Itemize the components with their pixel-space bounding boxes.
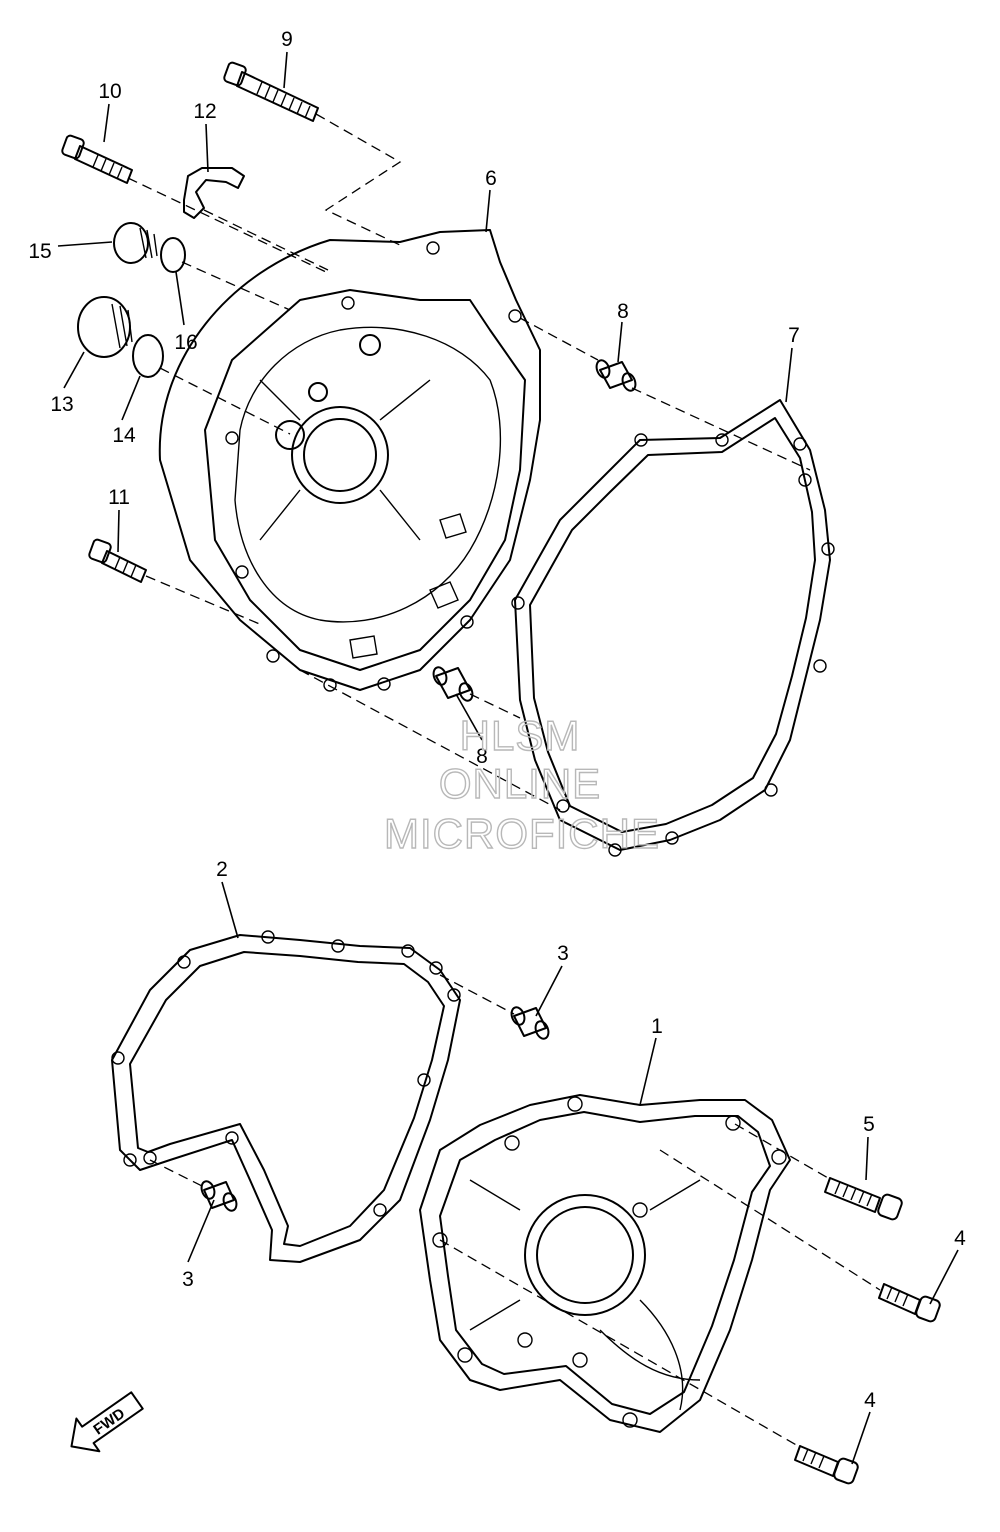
dowel-pin-part-3-lower bbox=[200, 1180, 238, 1212]
callout-1: 1 bbox=[651, 1015, 663, 1038]
callout-9: 9 bbox=[281, 28, 293, 51]
callout-8-lower: 8 bbox=[476, 745, 488, 768]
assembly-lines-lower bbox=[149, 974, 881, 1447]
callout-4-lower: 4 bbox=[864, 1389, 876, 1412]
assembly-lines-upper bbox=[127, 113, 811, 811]
dowel-pin-part-3-upper bbox=[510, 1006, 550, 1040]
callout-3-lower: 3 bbox=[182, 1268, 194, 1291]
watermark-line-3: MICROFICHE bbox=[384, 810, 660, 857]
bolt-part-5 bbox=[824, 1177, 903, 1221]
plug-part-15 bbox=[113, 222, 158, 264]
callout-2: 2 bbox=[216, 858, 228, 881]
fwd-arrow-label: FWD bbox=[90, 1405, 128, 1439]
callout-15: 15 bbox=[28, 240, 51, 263]
crankcase-cover-part-6 bbox=[158, 229, 541, 692]
watermark-line-2: ONLINE bbox=[439, 760, 601, 807]
fwd-arrow-icon: FWD bbox=[70, 1391, 144, 1453]
leader-lines bbox=[57, 51, 959, 1465]
dowel-pin-part-8-upper bbox=[595, 359, 637, 392]
callout-12: 12 bbox=[193, 100, 216, 123]
callout-5: 5 bbox=[863, 1113, 875, 1136]
plug-part-13 bbox=[77, 296, 133, 358]
bolt-part-9 bbox=[223, 61, 319, 122]
bolt-part-4-lower bbox=[794, 1445, 859, 1485]
crankcase-cover-part-1 bbox=[419, 1094, 791, 1433]
bolt-part-10 bbox=[61, 134, 133, 184]
bolt-part-4-upper bbox=[878, 1283, 941, 1323]
callout-13: 13 bbox=[50, 393, 73, 416]
callout-4-upper: 4 bbox=[954, 1227, 966, 1250]
bolt-part-11 bbox=[88, 538, 147, 583]
watermark-line-1: HLSM bbox=[460, 712, 581, 759]
gasket-part-7 bbox=[511, 399, 835, 857]
callout-3-upper: 3 bbox=[557, 942, 569, 965]
oring-part-16 bbox=[160, 237, 186, 273]
callout-11: 11 bbox=[108, 486, 130, 509]
callout-6: 6 bbox=[485, 167, 497, 190]
watermark: HLSM ONLINE MICROFICHE bbox=[383, 711, 660, 857]
bracket-part-12 bbox=[183, 167, 245, 219]
oring-part-14 bbox=[132, 334, 164, 378]
callout-7: 7 bbox=[788, 324, 800, 347]
callout-labels: 9 10 12 6 15 16 13 14 8 7 11 8 2 3 1 5 4… bbox=[28, 28, 966, 1412]
dowel-pin-part-8-lower bbox=[432, 666, 474, 702]
gasket-part-2 bbox=[111, 930, 461, 1263]
callout-16: 16 bbox=[174, 331, 197, 354]
callout-10: 10 bbox=[98, 80, 121, 103]
callout-8-upper: 8 bbox=[617, 300, 629, 323]
callout-14: 14 bbox=[112, 424, 136, 447]
